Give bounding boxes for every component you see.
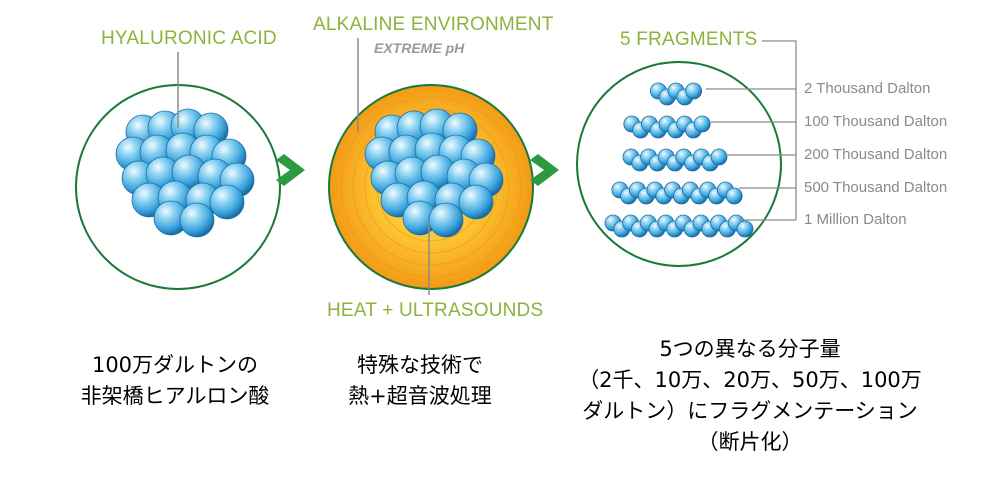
hyaluronic-acid-molecule-cluster bbox=[115, 108, 255, 238]
fragment-label-2k: 2 Thousand Dalton bbox=[804, 80, 931, 97]
arrow-right-icon bbox=[276, 154, 305, 186]
molecule-sphere bbox=[179, 202, 215, 238]
molecule-sphere bbox=[725, 187, 743, 205]
caption-line: 5つの異なる分子量 bbox=[659, 337, 841, 361]
caption-line: （2千、10万、20万、50万、100万 bbox=[578, 368, 922, 392]
caption-line: （断片化） bbox=[697, 430, 803, 454]
fragment-label-500k: 500 Thousand Dalton bbox=[804, 179, 948, 196]
molecule-sphere bbox=[458, 184, 494, 220]
fragment-leader-lines bbox=[706, 40, 797, 221]
heat-ultrasounds-label: HEAT + ULTRASOUNDS bbox=[327, 300, 544, 321]
molecule-sphere bbox=[428, 202, 464, 238]
molecule-sphere bbox=[209, 184, 245, 220]
molecule-sphere bbox=[685, 82, 702, 100]
caption-line: 100万ダルトンの bbox=[91, 353, 259, 377]
caption-line: 熱+超音波処理 bbox=[348, 384, 492, 408]
fragment-label-100k: 100 Thousand Dalton bbox=[804, 113, 948, 130]
fragmentation-caption: 5つの異なる分子量 （2千、10万、20万、50万、100万 ダルトン）にフラグ… bbox=[540, 334, 960, 458]
caption-line: 特殊な技術で bbox=[357, 353, 483, 377]
arrow-right-icon bbox=[530, 154, 559, 186]
five-fragments-label: 5 FRAGMENTS bbox=[620, 29, 758, 50]
extreme-ph-label: EXTREME pH bbox=[374, 40, 465, 56]
fragment-label-1m: 1 Million Dalton bbox=[804, 211, 907, 228]
molecule-sphere bbox=[736, 220, 754, 238]
process-caption: 特殊な技術で 熱+超音波処理 bbox=[300, 350, 540, 412]
caption-line: 非架橋ヒアルロン酸 bbox=[80, 384, 270, 408]
fragment-label-200k: 200 Thousand Dalton bbox=[804, 146, 948, 163]
molecule-sphere bbox=[710, 148, 728, 166]
caption-line: ダルトン）にフラグメンテーション bbox=[582, 399, 918, 423]
alkaline-environment-label: ALKALINE ENVIRONMENT bbox=[313, 14, 554, 35]
hyaluronic-acid-caption: 100万ダルトンの 非架橋ヒアルロン酸 bbox=[40, 350, 310, 412]
molecule-sphere bbox=[693, 115, 711, 133]
hyaluronic-acid-label: HYALURONIC ACID bbox=[101, 28, 277, 49]
fragment-chains bbox=[604, 82, 754, 238]
